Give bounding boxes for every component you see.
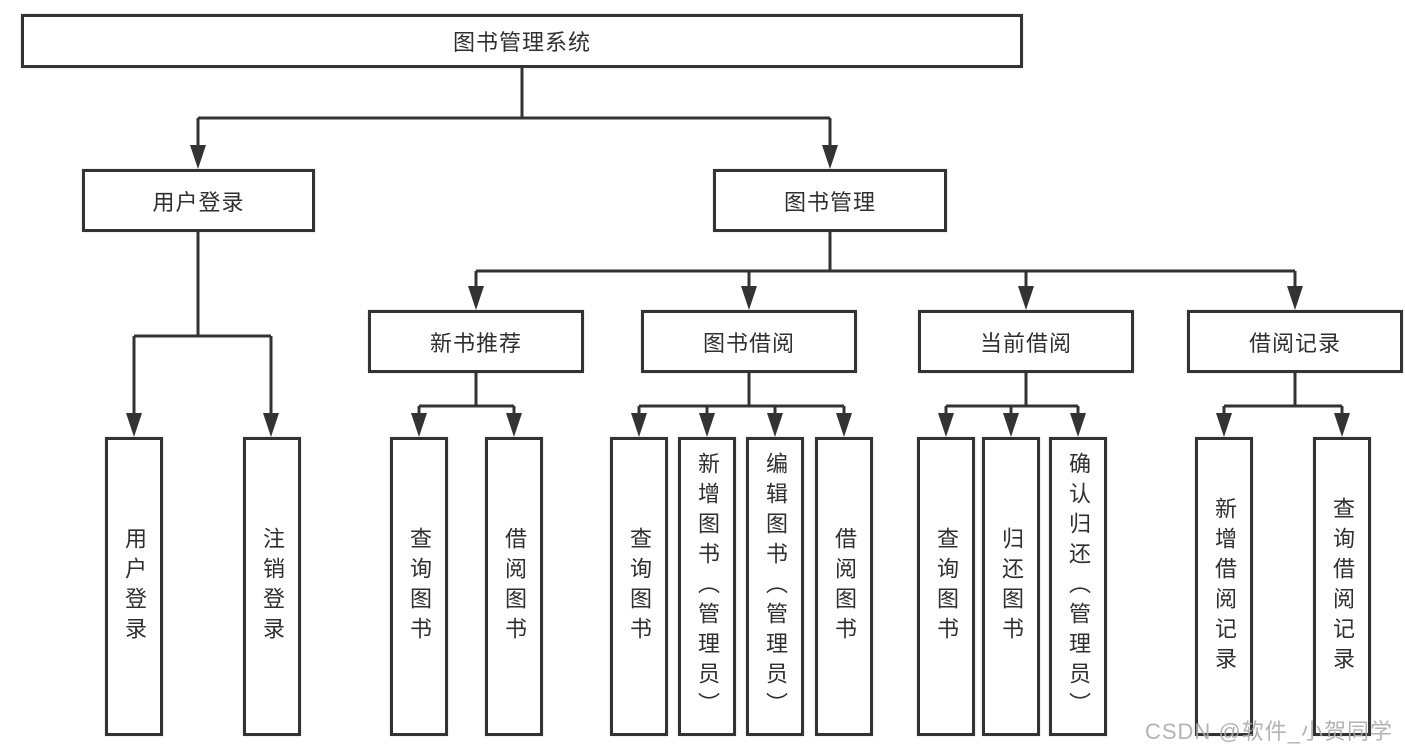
leaf-add-book-admin: 新增图书（管理员） [678, 437, 736, 736]
leaf-query-books-recommend: 查询图书 [390, 437, 448, 736]
node-new-book-recommend: 新书推荐 [368, 310, 584, 373]
node-book-management: 图书管理 [713, 169, 947, 232]
node-book-borrowing-label: 图书借阅 [702, 330, 795, 356]
node-root: 图书管理系统 [21, 14, 1023, 68]
connector-lines [132, 68, 1344, 418]
node-user-login: 用户登录 [82, 169, 315, 232]
node-new-book-recommend-label: 新书推荐 [429, 330, 522, 356]
leaf-return-books: 归还图书 [982, 437, 1040, 736]
node-borrowing-records-label: 借阅记录 [1248, 330, 1341, 356]
node-user-login-label: 用户登录 [152, 189, 245, 215]
node-book-management-label: 图书管理 [783, 189, 876, 215]
csdn-watermark: CSDN @软件_小贺同学 [1144, 719, 1393, 744]
leaf-edit-book-admin: 编辑图书（管理员） [746, 437, 804, 736]
leaf-user-login: 用户登录 [105, 437, 163, 736]
node-book-borrowing: 图书借阅 [641, 310, 857, 373]
node-current-borrowing: 当前借阅 [918, 310, 1134, 373]
leaf-borrow-books-recommend: 借阅图书 [485, 437, 543, 736]
leaf-query-books-borrowing: 查询图书 [610, 437, 668, 736]
node-current-borrowing-label: 当前借阅 [979, 330, 1072, 356]
arrowhead-icons [126, 145, 1350, 437]
leaf-borrow-books-borrowing: 借阅图书 [815, 437, 873, 736]
node-root-label: 图书管理系统 [452, 30, 591, 55]
leaf-query-books-current: 查询图书 [917, 437, 975, 736]
leaf-add-borrow-record: 新增借阅记录 [1195, 437, 1253, 736]
leaf-logout: 注销登录 [243, 437, 301, 736]
leaf-confirm-return-admin: 确认归还（管理员） [1049, 437, 1107, 736]
node-borrowing-records: 借阅记录 [1187, 310, 1403, 373]
leaf-query-borrow-record: 查询借阅记录 [1313, 437, 1371, 736]
